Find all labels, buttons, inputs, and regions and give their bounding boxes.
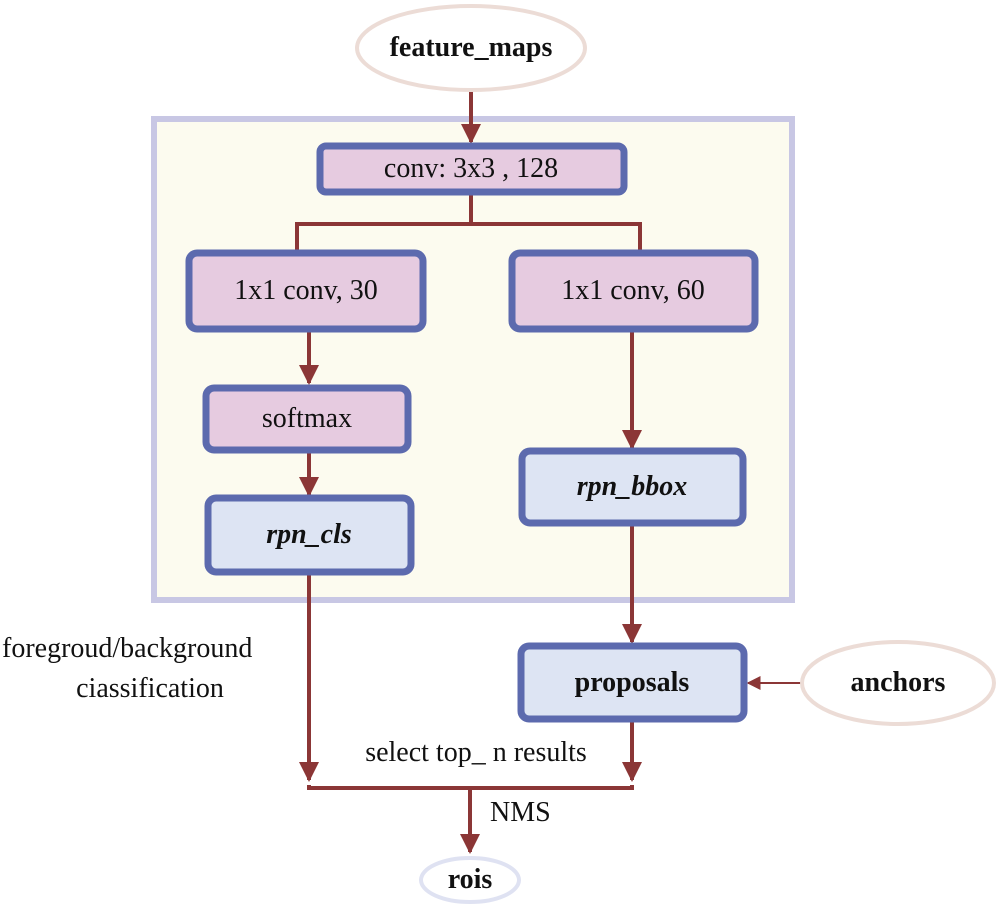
proposals-node bbox=[517, 642, 748, 723]
anchors-label: anchors bbox=[850, 667, 946, 698]
rpn-bbox-label: rpn_bbox bbox=[576, 471, 688, 502]
rpn-cls-node bbox=[204, 494, 415, 576]
rpn-cls-label: rpn_cls bbox=[266, 519, 352, 550]
classification-annotation-line2: ciassification bbox=[76, 673, 224, 704]
conv-3x3-node bbox=[316, 142, 628, 196]
select-top-n-annotation: select top_ n results bbox=[365, 737, 587, 768]
conv-1x1-30-label: 1x1 conv, 30 bbox=[234, 275, 378, 306]
rpn-bbox-node bbox=[518, 447, 747, 527]
branch-connector bbox=[295, 192, 473, 252]
rois-label: rois bbox=[447, 864, 493, 895]
conv-1x1-60-label: 1x1 conv, 60 bbox=[561, 275, 705, 306]
conv-3x3-label: conv: 3x3 , 128 bbox=[383, 153, 559, 184]
feature-maps-label: feature_maps bbox=[389, 32, 553, 63]
merge-connector bbox=[307, 785, 634, 790]
anchors-node bbox=[800, 640, 996, 726]
softmax-label: softmax bbox=[261, 403, 353, 434]
proposals-label: proposals bbox=[574, 667, 690, 698]
branch-connector-right bbox=[471, 222, 642, 252]
conv-1x1-60-node bbox=[508, 249, 759, 333]
feature-maps-node bbox=[355, 4, 587, 92]
classification-annotation-line1: foregroud/background bbox=[2, 633, 253, 664]
nms-annotation: NMS bbox=[490, 797, 551, 828]
conv-1x1-30-node bbox=[185, 249, 427, 333]
softmax-node bbox=[202, 384, 412, 454]
rois-node bbox=[419, 856, 521, 904]
